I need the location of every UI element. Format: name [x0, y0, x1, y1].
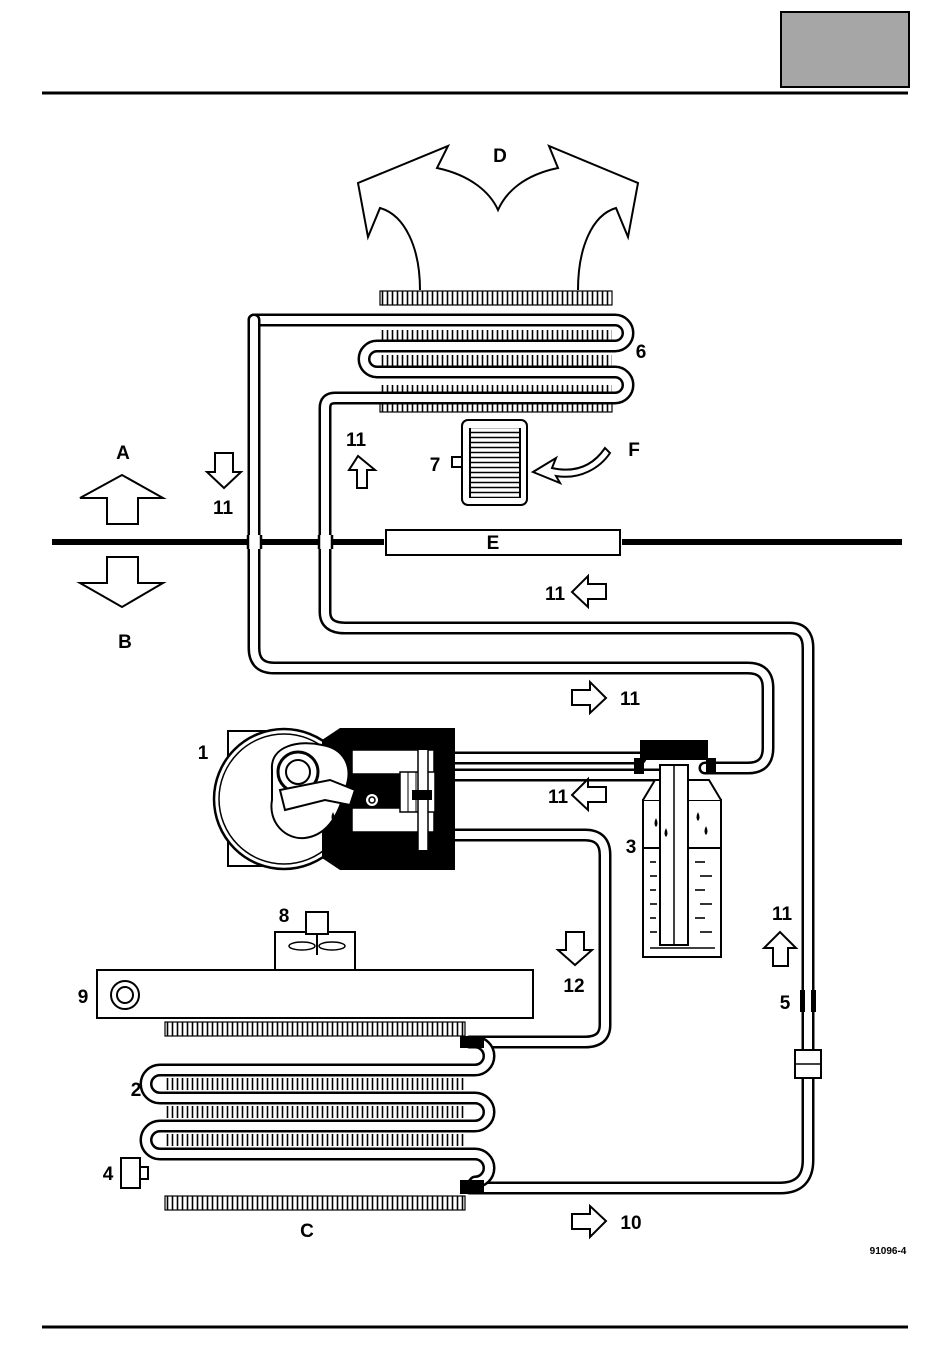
evaporator-fins: [380, 291, 612, 305]
flow-arrow-icon: [572, 682, 606, 713]
restrictor: [811, 990, 816, 1012]
label-10: 10: [620, 1213, 641, 1234]
label-9: 9: [78, 987, 89, 1008]
condenser-fins: [165, 1196, 465, 1210]
flow-arrow-icon: [572, 1206, 606, 1237]
flow-arrow-icon: [764, 932, 796, 966]
label-7: 7: [430, 455, 441, 476]
label-2: 2: [131, 1080, 142, 1101]
condenser-fins: [165, 1106, 465, 1118]
pipe-pass-through: [319, 535, 332, 549]
condenser-fins: [165, 1022, 465, 1036]
label-d: D: [493, 146, 507, 167]
label-5: 5: [780, 993, 791, 1014]
arrow-down-icon: [80, 557, 163, 607]
label-b: B: [118, 632, 132, 653]
flow-arrow-icon: [572, 779, 606, 810]
pressure-switch-stem: [140, 1167, 148, 1179]
label-f: F: [628, 440, 640, 461]
condenser-header: [460, 1180, 484, 1194]
label-c: C: [300, 1221, 314, 1242]
pipe-pass-through: [248, 535, 261, 549]
air-intake-arrow-icon: [533, 448, 610, 483]
flow-arrow-icon: [558, 932, 592, 965]
flow-arrow-icon: [207, 453, 241, 488]
label-11: 11: [346, 430, 367, 451]
flow-arrow-icon: [349, 456, 375, 488]
radiator-cap-inner: [117, 987, 133, 1003]
fan-icon: [245, 912, 385, 970]
figure-reference: 91096-4: [870, 1246, 907, 1257]
compressor: [214, 728, 455, 870]
component-e-box: [386, 530, 620, 555]
label-a: A: [116, 443, 130, 464]
page-tab: [781, 12, 909, 87]
label-3: 3: [626, 837, 637, 858]
restrictor: [800, 990, 805, 1012]
label-11: 11: [213, 498, 234, 519]
air-outlet-arrow-icon: [358, 146, 638, 290]
label-11: 11: [548, 787, 569, 808]
label-4: 4: [103, 1164, 114, 1185]
condenser-header: [460, 1036, 484, 1048]
label-6: 6: [636, 342, 647, 363]
arrow-up-icon: [80, 475, 163, 524]
flow-arrow-icon: [572, 576, 606, 607]
pressure-switch: [121, 1158, 140, 1188]
label-12: 12: [563, 976, 584, 997]
label-11: 11: [620, 689, 641, 710]
condenser-fins: [165, 1078, 465, 1090]
label-11: 11: [545, 584, 566, 605]
label-11: 11: [772, 904, 793, 925]
evaporator-fins: [380, 330, 612, 340]
radiator: [97, 970, 533, 1018]
label-e: E: [487, 533, 500, 554]
condenser-fins: [165, 1134, 465, 1146]
label-8: 8: [279, 906, 290, 927]
label-1: 1: [198, 743, 209, 764]
blower-icon: [452, 420, 527, 505]
